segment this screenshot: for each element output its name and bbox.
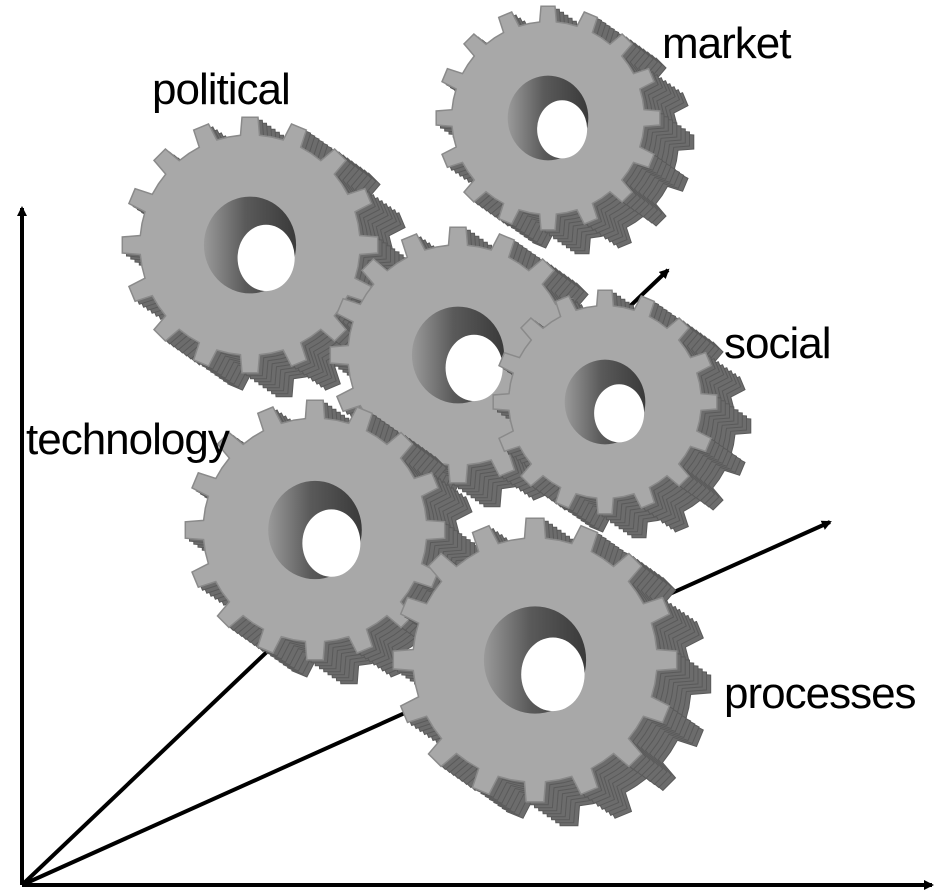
processes-label: processes xyxy=(724,669,917,718)
political-gear xyxy=(121,116,413,398)
social-label: social xyxy=(724,319,831,368)
social-gear xyxy=(492,289,752,539)
political-label: political xyxy=(152,65,291,114)
technology-gear xyxy=(184,399,480,685)
market-label: market xyxy=(662,19,791,68)
processes-gear xyxy=(392,517,712,827)
market-gear xyxy=(435,5,695,255)
gears-group xyxy=(121,5,752,827)
technology-label: technology xyxy=(26,415,230,464)
